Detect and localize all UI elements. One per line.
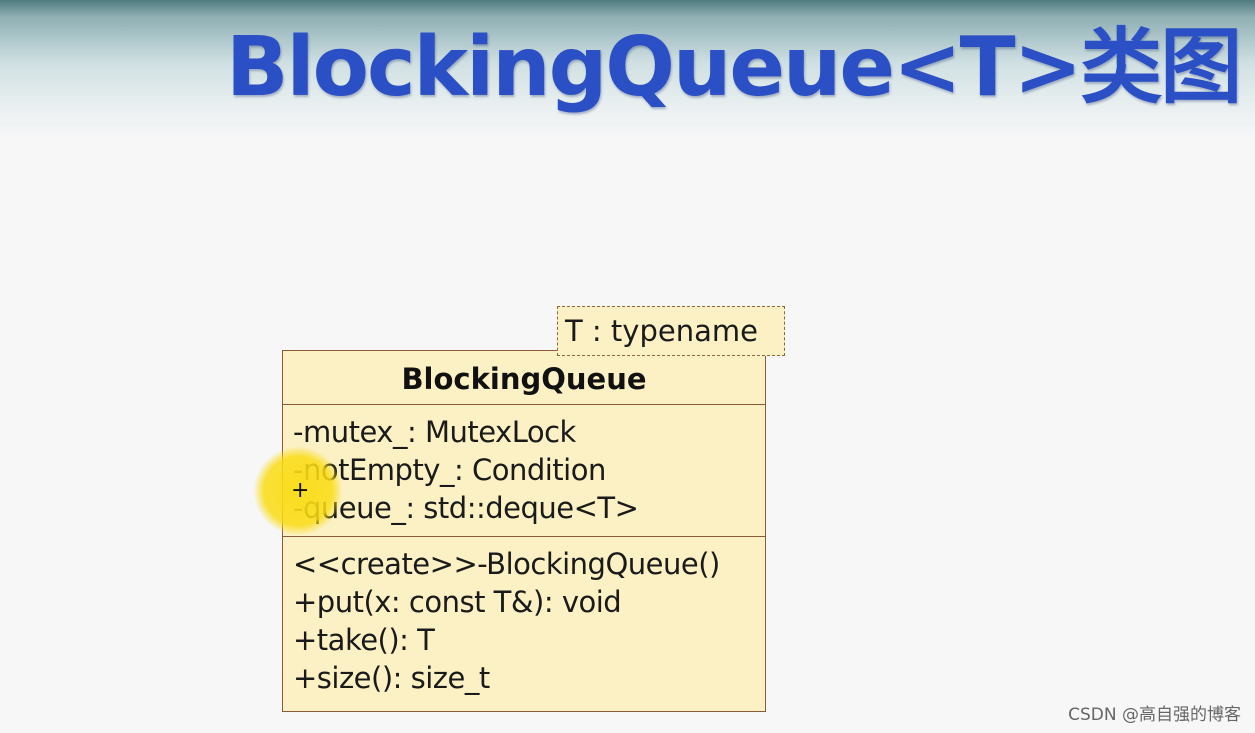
- class-name: BlockingQueue: [283, 351, 765, 405]
- attribute-queue: -queue_: std::deque<T>: [293, 491, 639, 525]
- attributes-compartment: -mutex_: MutexLock -notEmpty_: Condition…: [283, 405, 765, 537]
- operation-size: +size(): size_t: [293, 661, 490, 695]
- operations-compartment: <<create>>-BlockingQueue() +put(x: const…: [283, 537, 765, 697]
- cursor-crosshair-icon: +: [291, 478, 310, 503]
- operation-take: +take(): T: [293, 623, 435, 657]
- operation-put: +put(x: const T&): void: [293, 585, 622, 619]
- slide-title: BlockingQueue<T>类图: [226, 20, 1242, 115]
- attribute-mutex: -mutex_: MutexLock: [293, 415, 576, 449]
- uml-class-box: BlockingQueue -mutex_: MutexLock -notEmp…: [282, 350, 766, 712]
- template-parameter-box: T : typename: [557, 306, 785, 356]
- attribute-not-empty: -notEmpty_: Condition: [293, 453, 606, 487]
- operation-constructor: <<create>>-BlockingQueue(): [293, 547, 720, 581]
- watermark: CSDN @高自强的博客: [1068, 705, 1241, 725]
- title-banner: [0, 0, 1255, 140]
